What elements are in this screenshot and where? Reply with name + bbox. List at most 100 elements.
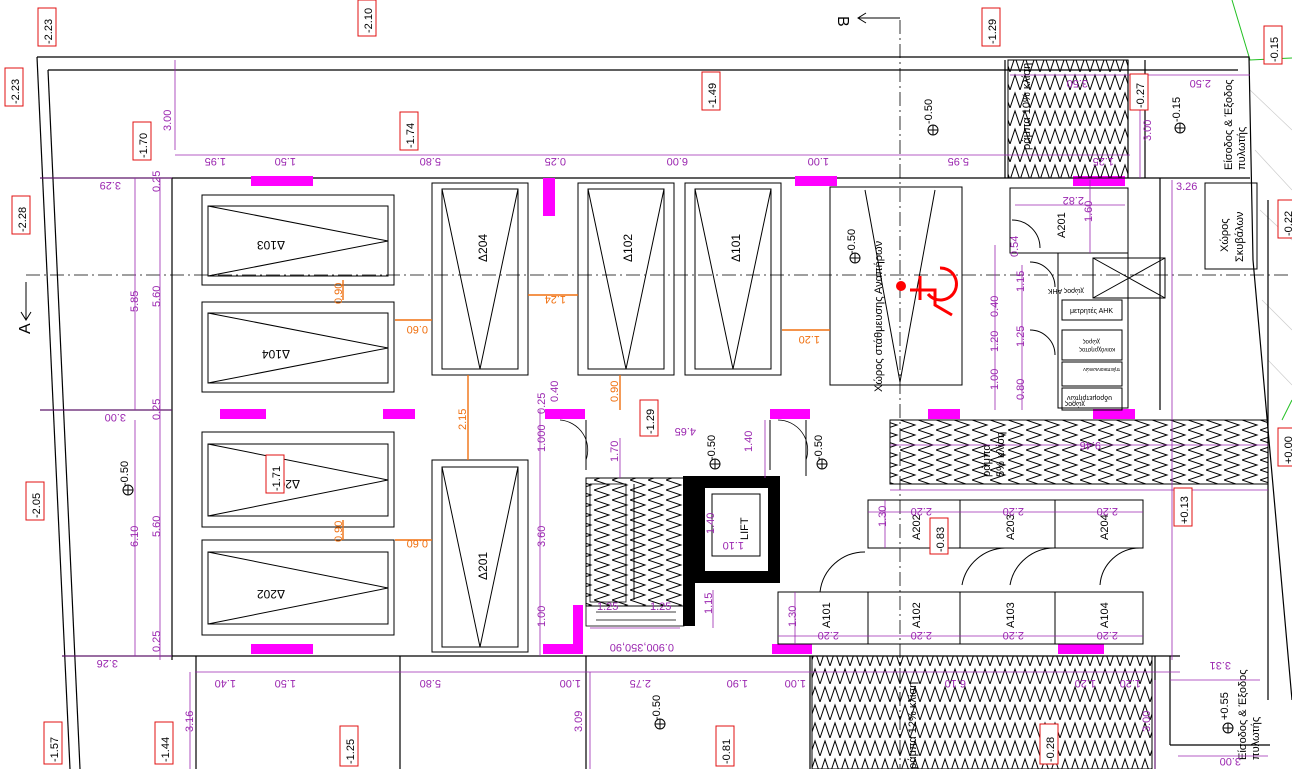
space-label-d103: Δ103: [257, 238, 285, 252]
svg-text:+0.55: +0.55: [1219, 692, 1231, 720]
dim-s-1-60: 1.60: [1083, 201, 1095, 222]
dim-v-0-25a: 0.25: [151, 171, 163, 192]
dim-top-0-25: 0.25: [545, 155, 566, 167]
svg-text:-2.10: -2.10: [363, 8, 375, 33]
dim-top-1-95: 1.95: [205, 155, 226, 167]
space-d101: Δ101: [684, 182, 782, 376]
ramp-top-label: ράμπα 10% κλίση: [1021, 63, 1033, 150]
orange-dimensions: [342, 280, 830, 541]
dim-top-5-80: 5.80: [420, 155, 441, 167]
svg-text:-1.25: -1.25: [345, 739, 357, 764]
service-rooms: A201 χώρος ΑΗΚ μετρητές ΑΗΚ χώρος κοινόχ…: [1009, 182, 1258, 411]
dim-top-3-50: 3.50: [1067, 77, 1088, 89]
ramp-middle: ράμπα 5% κλίση: [889, 419, 1269, 485]
level-5: -2.23: [4, 67, 24, 107]
space-label-d202: Δ202: [257, 587, 285, 601]
telecom-label-3: τηλεπικοινωνιών: [1083, 366, 1120, 373]
unit-label-a204: A204: [1099, 514, 1111, 540]
space-d204: Δ204: [431, 182, 529, 376]
dim-v-6-10: 6.10: [129, 526, 141, 547]
level-labels: -2.23 -2.10 -1.29 -0.15 -2.23 -1.49 -0.2…: [4, 0, 1292, 767]
dim-ramp-9-46: 9.46: [1080, 439, 1101, 451]
level-18: -1.57: [43, 721, 63, 765]
dim-left-3-29: 3.29: [100, 179, 121, 191]
ramp-bottom: ράμπα 12% κλίση: [811, 655, 1153, 769]
dim-b-3-09: 3.09: [573, 711, 585, 732]
dim-s-1-00: 1.00: [989, 369, 1001, 390]
meters-ahk-label: μετρητές ΑΗΚ: [1070, 307, 1113, 315]
ramp-middle-label-2: 5% κλίση: [995, 432, 1007, 477]
space-label-d201: Δ201: [476, 552, 490, 580]
dim-b-3-00: 3.00: [1141, 711, 1153, 732]
dim-s-0-40: 0.40: [989, 296, 1001, 317]
room-ahk-label: χώρος ΑΗΚ: [1048, 287, 1084, 295]
dim-b-2-75: 2.75: [630, 677, 651, 689]
dim-top-1-50: 1.50: [275, 155, 296, 167]
dim-w-1-10: 1.10: [723, 539, 744, 551]
svg-text:-0.81: -0.81: [721, 739, 733, 764]
dim-u-2-20b: 2.20: [1003, 505, 1024, 517]
dim-s-0-80: 0.80: [1015, 379, 1027, 400]
svg-text:-1.29: -1.29: [645, 409, 657, 434]
dim-b-1-50: 1.50: [275, 677, 296, 689]
level-3: -1.29: [981, 7, 1001, 47]
level-16: +0.13: [1173, 487, 1193, 527]
svg-text:-0.28: -0.28: [1045, 737, 1057, 762]
level-1: -2.23: [37, 7, 57, 47]
dim-v-1-40b: 1.40: [705, 513, 717, 534]
parking-spaces: Δ103 Δ104 Δ203 Δ202 Δ204 Δ201: [201, 182, 963, 653]
bin-area-label-2: Σκυβάλων: [1234, 211, 1246, 262]
svg-text:-1.70: -1.70: [138, 133, 150, 158]
entrance-bottom: Είσοδος & Έξοδος πυλωτής: [1237, 669, 1262, 760]
level-11: -0.22: [1277, 199, 1292, 239]
dim-stair-1-25b: 1.25: [650, 601, 671, 613]
spot-7: -0.50: [651, 695, 666, 730]
unit-label-a104: A104: [1099, 602, 1111, 628]
dim-v-5-60: 5.60: [151, 286, 163, 307]
dim-v-0-25b: 0.25: [151, 399, 163, 420]
dim-b-6-10: 6.10: [945, 677, 966, 689]
dim-left-3-00: 3.00: [105, 411, 126, 423]
dim-b-3-00r: 3.00: [1220, 755, 1241, 767]
svg-text:-0.50: -0.50: [706, 435, 718, 460]
dim-b-5-80: 5.80: [420, 677, 441, 689]
dim-v-1-15: 1.15: [703, 593, 715, 614]
stair-core: LIFT: [559, 419, 809, 627]
dim-top-1-25: 1.25: [1093, 155, 1114, 167]
section-marker-a: A: [17, 282, 34, 334]
level-4: -0.15: [1263, 25, 1283, 65]
section-marker-b: B: [834, 12, 900, 27]
telecom-label-1: χώρος: [1083, 338, 1100, 344]
unit-label-a101: A101: [821, 602, 833, 628]
dimension-lines: [40, 60, 1268, 769]
space-d201: Δ201: [431, 459, 529, 653]
dim-v-0-25c: 0.25: [151, 631, 163, 652]
space-label-d104: Δ104: [262, 347, 290, 361]
dimension-texts: 1.95 1.50 5.80 0.25 6.00 1.00 5.95 1.25 …: [97, 77, 1241, 767]
unit-label-a103: A103: [1005, 602, 1017, 628]
dim-v-0-25d: 0.25: [536, 393, 548, 414]
dim-b-3-31: 3.31: [1210, 659, 1231, 671]
level-19: -1.44: [154, 721, 174, 765]
spot-4: -0.50: [706, 435, 721, 470]
dim-o-0-90b: 0.90: [609, 381, 621, 402]
dim-o-1-20: 1.20: [799, 333, 820, 345]
section-label-a: A: [17, 323, 34, 334]
spot-3: -0.50: [846, 229, 861, 264]
entrance-top-label-2: πυλωτής: [1236, 127, 1248, 170]
svg-text:-1.29: -1.29: [987, 19, 999, 44]
dim-b-1-20b: 1.20: [1120, 677, 1141, 689]
space-label-d204: Δ204: [476, 234, 490, 262]
unit-label-a201-top: A201: [1056, 212, 1068, 238]
space-d102: Δ102: [577, 182, 675, 376]
dim-b-1-20: 1.20: [1075, 677, 1096, 689]
landscape-hatch: [1249, 89, 1292, 386]
level-21: -0.81: [715, 725, 735, 767]
spot-2: -0.15: [1171, 97, 1186, 134]
svg-text:+0.13: +0.13: [1179, 496, 1191, 524]
columns: [220, 176, 1135, 654]
space-accessible: Χώρος στάθμευσης Αναπήρων: [829, 186, 963, 392]
dim-o-0-90a: 0.90: [333, 283, 345, 304]
level-20: -1.25: [339, 725, 359, 767]
svg-text:-0.50: -0.50: [846, 229, 858, 254]
